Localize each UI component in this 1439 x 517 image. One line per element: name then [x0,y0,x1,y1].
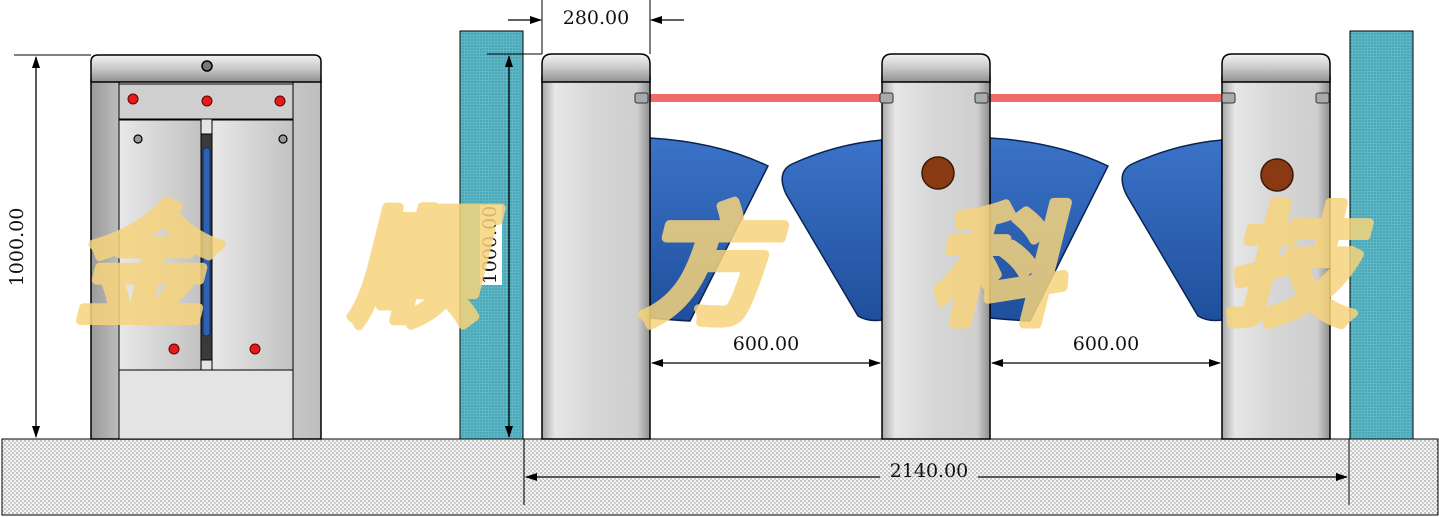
direction-indicator-icon [1260,158,1294,192]
status-led-icon [127,93,139,105]
watermark-char-4: 科 [931,194,1068,343]
side-height-dimension: 1000.00 [6,54,91,438]
screw-icon [133,134,143,144]
total-width-label: 2140.00 [890,460,969,482]
wing-edge [202,147,211,337]
ir-sensor-icon [879,92,894,104]
ir-beam-left [650,94,882,102]
flap-wing-right-2 [1121,139,1223,322]
ir-sensor-icon [1315,92,1330,104]
flap-wing-right-1 [781,139,883,322]
ir-sensor-icon [974,92,989,104]
watermark: 金 顺 方 科 技 [71,190,1374,348]
ir-sensor-icon [1221,92,1236,104]
status-led-icon [249,343,261,355]
top-screw-icon [201,60,213,72]
status-led-icon [201,95,213,107]
flap-wing-left-2 [989,137,1110,322]
direction-indicator-icon [921,156,955,190]
status-led-icon [274,95,286,107]
ir-sensor-icon [634,92,649,104]
side-height-label: 1000.00 [6,208,28,287]
total-width-dimension: 2140.00 [523,439,1350,505]
cabinet-3 [1221,53,1331,440]
cabinet-1 [541,53,651,440]
side-door-panel-left [118,119,202,371]
cabinet-2 [879,53,991,440]
screw-icon [278,134,288,144]
lane-width-right-label: 600.00 [1073,333,1139,355]
front-height-label: 1000.00 [479,206,501,285]
side-door-panel-right [211,119,294,371]
cabinet-width-dimension: 280.00 [508,0,684,54]
lane-width-left-label: 600.00 [733,333,799,355]
ir-beam-right [990,94,1222,102]
lane-width-dimension-right: 600.00 [991,333,1221,367]
side-view-cabinet [90,54,322,440]
watermark-char-3: 方 [641,194,785,343]
watermark-char-5: 技 [1226,194,1370,343]
front-height-dimension: 1000.00 [479,53,542,438]
flap-wing-left-1 [649,137,770,322]
cabinet-width-label: 280.00 [563,7,629,29]
lane-width-dimension-left: 600.00 [651,333,881,367]
glass-side-panel-right [1349,30,1414,440]
status-led-icon [168,343,180,355]
watermark-char-1: 金 [76,194,222,343]
